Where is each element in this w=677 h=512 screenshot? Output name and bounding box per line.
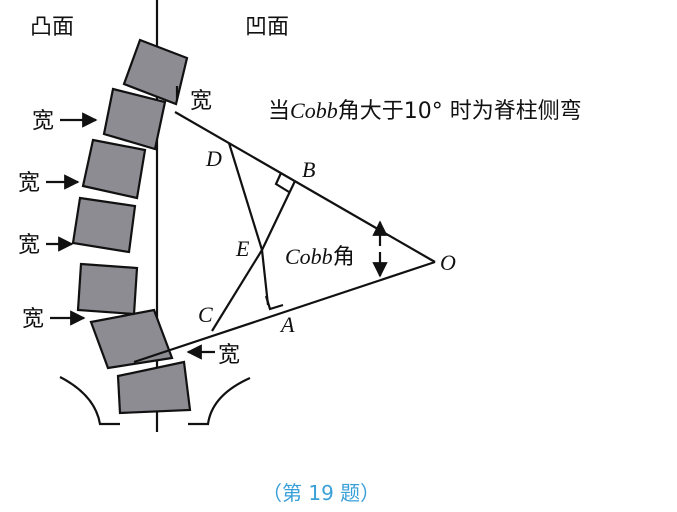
vertebra [116,360,192,415]
pelvis-left-curve [59,376,120,426]
vertebra [89,308,174,370]
cobb-angle-label: Cobb角 [285,244,355,270]
segment-db [261,180,296,251]
right-angle-mark-b [274,172,290,193]
concave-side-label: 凹面 [245,15,289,40]
point-label-c: C [198,302,213,327]
point-label-a: A [279,312,295,337]
vertebra [102,87,167,151]
point-label-d: D [205,146,222,171]
pelvis-right-curve [188,376,251,426]
vertebrae [71,38,192,415]
wide-label: 宽 [32,109,54,134]
point-label-o: O [440,250,456,275]
right-angle-mark-a [264,295,284,311]
upper-endplate-line [174,111,436,263]
vertebra [76,262,139,316]
vertebra [71,196,137,254]
wide-label: 宽 [22,307,44,332]
figure-caption: （第 19 题） [262,481,380,505]
cobb-criterion-statement: 当Cobb角大于10° 时为脊柱侧弯 [268,98,582,124]
point-label-b: B [302,157,315,182]
wide-label-top: 宽 [190,89,212,114]
wide-label: 宽 [18,171,40,196]
segment-ec [211,249,263,332]
point-label-e: E [235,236,250,261]
lower-endplate-line [133,260,436,364]
segment-dc [227,142,264,251]
vertebra [81,138,147,200]
wide-label-bottom: 宽 [218,343,240,368]
convex-side-label: 凸面 [30,15,74,40]
vertebra [122,38,189,106]
wide-label: 宽 [18,233,40,258]
